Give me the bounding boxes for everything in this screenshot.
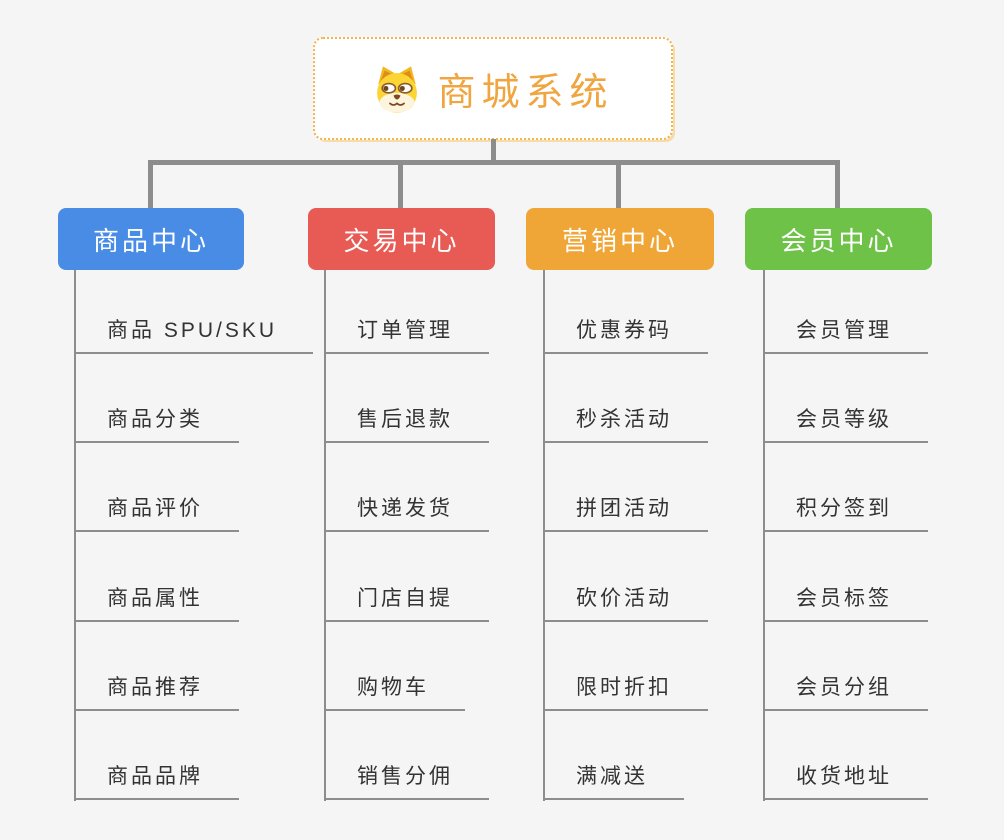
root-node[interactable]: 商城系统 [313, 37, 673, 140]
child-node[interactable]: 会员标签 [765, 580, 928, 622]
child-node[interactable]: 订单管理 [326, 312, 489, 354]
child-node[interactable]: 商品 SPU/SKU [76, 312, 314, 354]
child-node[interactable]: 商品属性 [76, 580, 239, 622]
child-node[interactable]: 限时折扣 [545, 669, 708, 711]
branch-label: 营销中心 [561, 225, 678, 256]
branch-children-product-center: 商品 SPU/SKU 商品分类 商品评价 商品属性 商品推荐 商品品牌 [74, 270, 316, 801]
branch-node-marketing-center[interactable]: 营销中心 [526, 208, 714, 270]
connector-horizontal [148, 160, 840, 165]
branch-node-member-center[interactable]: 会员中心 [745, 208, 932, 270]
child-node[interactable]: 会员等级 [765, 401, 928, 443]
child-node[interactable]: 收货地址 [765, 758, 928, 800]
child-node[interactable]: 商品分类 [76, 401, 239, 443]
child-node[interactable]: 售后退款 [326, 401, 489, 443]
branch-children-member-center: 会员管理 会员等级 积分签到 会员标签 会员分组 收货地址 [763, 270, 1004, 801]
child-node[interactable]: 销售分佣 [326, 758, 489, 800]
connector-drop-trade [398, 162, 403, 208]
child-node[interactable]: 门店自提 [326, 580, 489, 622]
connector-drop-member [835, 162, 840, 208]
connector-drop-marketing [616, 162, 621, 208]
root-title: 商城系统 [437, 72, 614, 114]
child-node[interactable]: 会员分组 [765, 669, 928, 711]
child-node[interactable]: 优惠券码 [545, 312, 708, 354]
child-node[interactable]: 商品推荐 [76, 669, 239, 711]
child-node[interactable]: 积分签到 [765, 490, 928, 532]
child-node[interactable]: 会员管理 [765, 312, 928, 354]
branch-label: 商品中心 [92, 225, 209, 256]
branch-label: 会员中心 [780, 225, 897, 256]
child-node[interactable]: 商品品牌 [76, 758, 239, 800]
branch-node-trade-center[interactable]: 交易中心 [308, 208, 495, 270]
child-node[interactable]: 快递发货 [326, 490, 489, 532]
child-node[interactable]: 秒杀活动 [545, 401, 708, 443]
connector-root-stub [491, 139, 496, 165]
child-node[interactable]: 拼团活动 [545, 490, 708, 532]
child-node[interactable]: 商品评价 [76, 490, 239, 532]
branch-label: 交易中心 [343, 225, 460, 256]
dog-face-icon [377, 65, 418, 113]
child-node[interactable]: 购物车 [326, 669, 465, 711]
branch-children-marketing-center: 优惠券码 秒杀活动 拼团活动 砍价活动 限时折扣 满减送 [543, 270, 785, 801]
child-node[interactable]: 砍价活动 [545, 580, 708, 622]
branch-node-product-center[interactable]: 商品中心 [58, 208, 244, 270]
child-node[interactable]: 满减送 [545, 758, 684, 800]
connector-drop-product [148, 162, 153, 208]
branch-children-trade-center: 订单管理 售后退款 快递发货 门店自提 购物车 销售分佣 [324, 270, 566, 801]
